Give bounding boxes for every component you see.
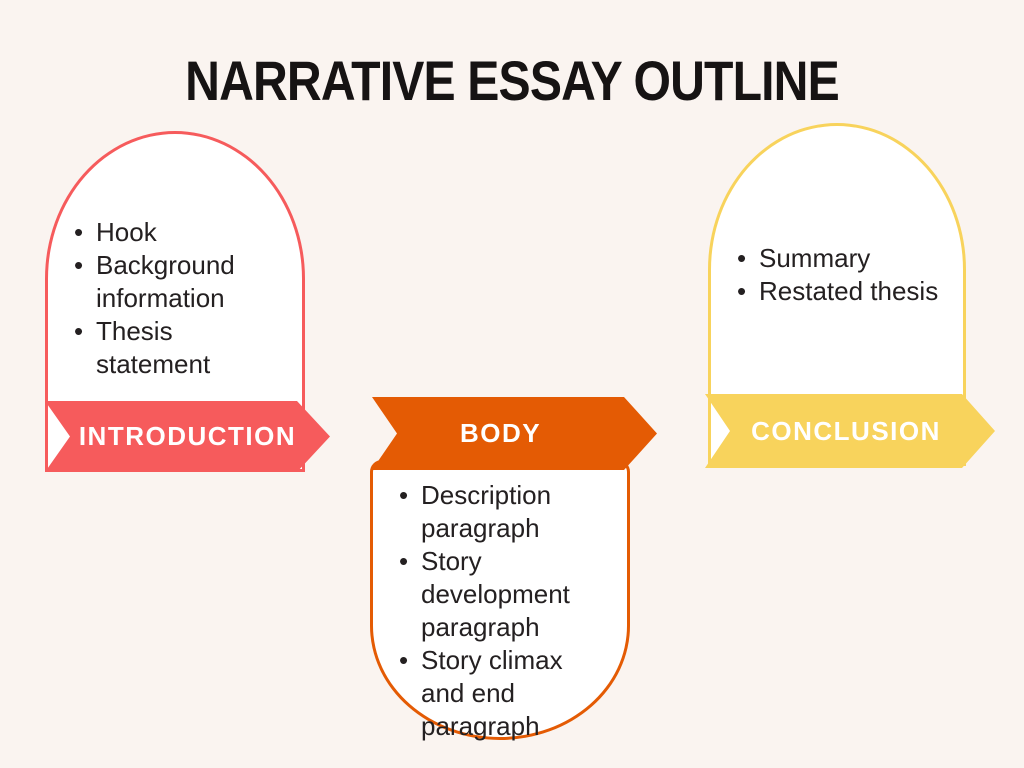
bullet-icon: •: [399, 546, 409, 576]
list-item-text: Hook: [96, 217, 157, 247]
list-item: • Restated thesis: [737, 275, 949, 308]
bullet-icon: •: [737, 243, 747, 273]
list-item: • Thesis statement: [74, 315, 284, 381]
introduction-list: • Hook • Background information • Thesis…: [48, 134, 302, 381]
body-card: • Description paragraph • Story developm…: [370, 460, 630, 743]
list-item-text: Story climax and end paragraph: [421, 645, 563, 741]
body-list: • Description paragraph • Story developm…: [373, 463, 627, 743]
list-item: • Story development paragraph: [399, 545, 613, 644]
list-item: • Background information: [74, 249, 284, 315]
list-item-text: Restated thesis: [759, 276, 939, 306]
section-label: CONCLUSION: [751, 415, 941, 446]
list-item-text: Summary: [759, 243, 871, 273]
list-item-text: Story development paragraph: [421, 546, 570, 642]
bullet-icon: •: [74, 316, 84, 346]
list-item: • Summary: [737, 242, 949, 275]
conclusion-ribbon: CONCLUSION: [705, 394, 995, 468]
list-item: • Story climax and end paragraph: [399, 644, 613, 743]
bullet-icon: •: [399, 645, 409, 675]
body-ribbon: BODY: [372, 397, 657, 470]
bullet-icon: •: [74, 217, 84, 247]
list-item-text: Description paragraph: [421, 480, 552, 543]
conclusion-list: • Summary • Restated thesis: [711, 126, 963, 308]
bullet-icon: •: [74, 250, 84, 280]
section-label: BODY: [459, 418, 542, 448]
list-item: • Hook: [74, 216, 284, 249]
list-item: • Description paragraph: [399, 479, 613, 545]
bullet-icon: •: [737, 276, 747, 306]
introduction-ribbon: INTRODUCTION: [45, 401, 330, 472]
section-label: INTRODUCTION: [78, 421, 297, 451]
list-item-text: Background information: [96, 250, 235, 313]
bullet-icon: •: [399, 480, 409, 510]
list-item-text: Thesis statement: [96, 316, 211, 379]
page-title: NARRATIVE ESSAY OUTLINE: [185, 49, 840, 112]
